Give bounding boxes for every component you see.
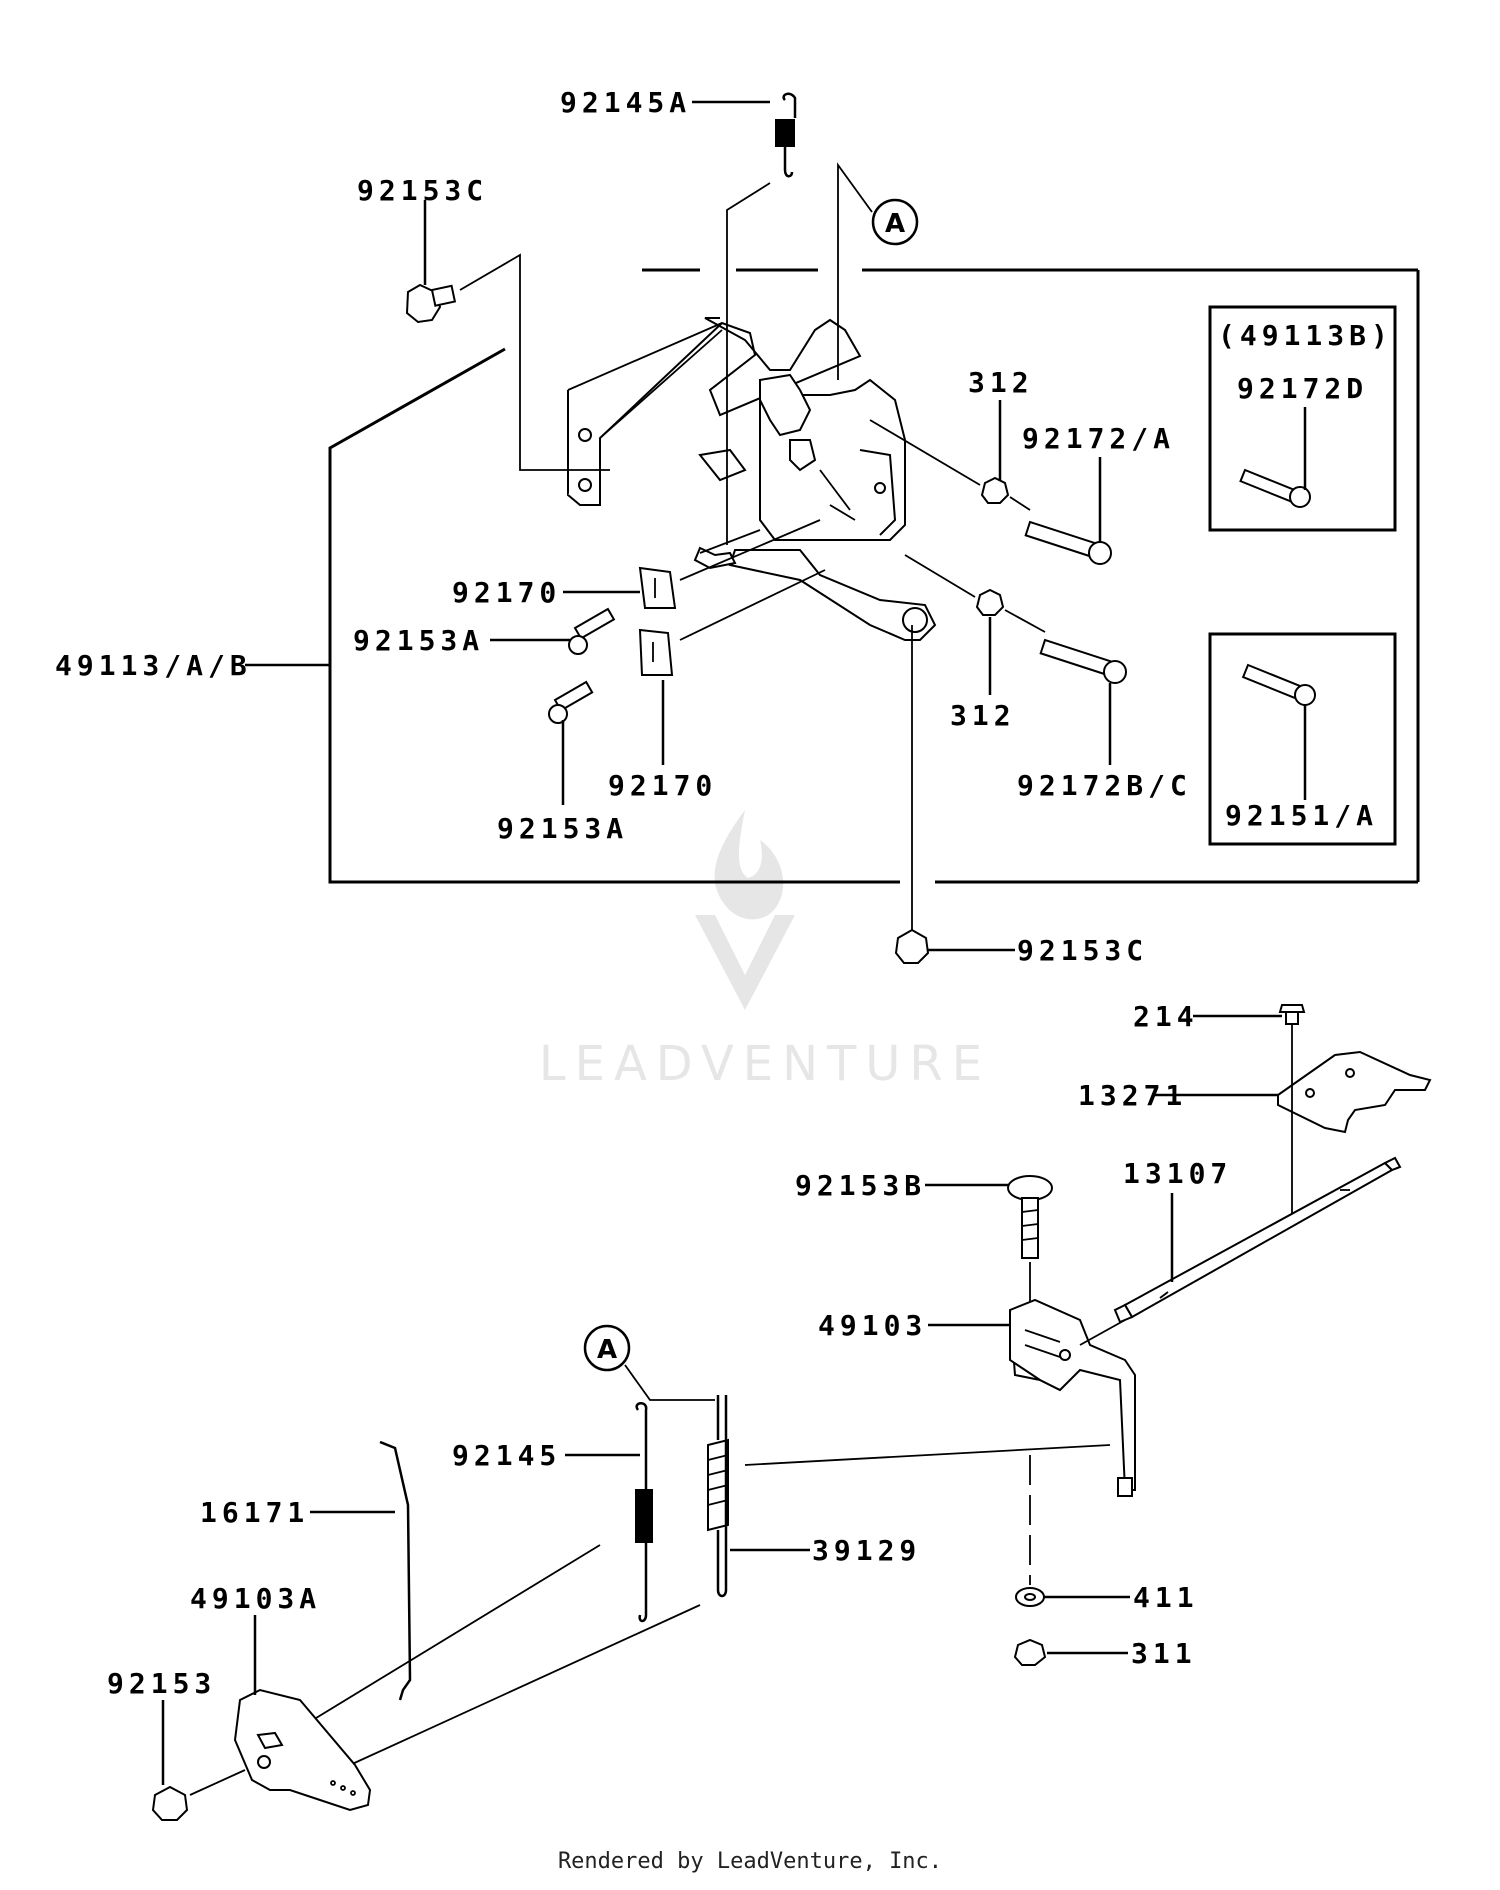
callout-92172B-C: 92172B/C bbox=[1017, 769, 1192, 802]
leader-bolt-92153-to-lever bbox=[189, 1769, 246, 1796]
screw-92153A-mid bbox=[568, 607, 616, 655]
control-bracket-assembly bbox=[567, 317, 937, 641]
callout-92145A: 92145A bbox=[560, 86, 691, 119]
leader-ref-a-bottom bbox=[624, 1364, 715, 1401]
screw-214 bbox=[1278, 1004, 1306, 1025]
spring-92145 bbox=[635, 1402, 653, 1623]
leader-nut-top-to-bracket bbox=[869, 419, 981, 486]
screw-92151-A bbox=[1241, 663, 1316, 706]
watermark-logo bbox=[695, 810, 795, 1010]
inset-box-92151 bbox=[1208, 632, 1397, 846]
screw-92172-A bbox=[1024, 520, 1112, 565]
flange-bolt-92153C-top bbox=[405, 283, 457, 324]
callout-311: 311 bbox=[1131, 1637, 1197, 1670]
callout-92153C-low: 92153C bbox=[1017, 934, 1148, 967]
link-rod-lower-a bbox=[279, 1544, 601, 1741]
leader-nut-bottom-to-bracket bbox=[904, 554, 976, 598]
link-rod-upper bbox=[744, 1444, 1111, 1466]
spring-39129 bbox=[707, 1395, 729, 1598]
ref-a-top-circle bbox=[871, 198, 919, 246]
callout-39129: 39129 bbox=[812, 1534, 921, 1567]
leader-spring-to-bracket bbox=[726, 182, 771, 545]
leader-clip-bottom bbox=[679, 569, 826, 641]
inset-box-49113B bbox=[1208, 305, 1397, 532]
callout-214: 214 bbox=[1133, 1000, 1199, 1033]
callout-13107: 13107 bbox=[1123, 1157, 1232, 1190]
rod-16171 bbox=[379, 1440, 412, 1701]
spring-92145A bbox=[775, 92, 797, 178]
screw-92172-BC bbox=[1039, 638, 1127, 684]
nut-312-bottom bbox=[975, 588, 1005, 616]
callout-92153C-top: 92153C bbox=[357, 174, 488, 207]
callout-49113-A-B: 49113/A/B bbox=[55, 649, 252, 682]
flange-bolt-92153C-low bbox=[894, 928, 930, 964]
callout-92170-top: 92170 bbox=[452, 576, 561, 609]
plate-13271 bbox=[1277, 1050, 1432, 1134]
ref-a-top-label: A bbox=[885, 209, 905, 239]
callout-49103: 49103 bbox=[818, 1309, 927, 1342]
nut-311 bbox=[1013, 1638, 1047, 1666]
callout-16171: 16171 bbox=[200, 1496, 309, 1529]
clip-92170-top bbox=[638, 566, 677, 609]
callout-312-top: 312 bbox=[968, 366, 1034, 399]
leader-lever-to-shaft bbox=[1079, 1319, 1126, 1346]
callout-92153: 92153 bbox=[107, 1667, 216, 1700]
screw-92153A-low bbox=[548, 680, 594, 724]
ref-a-bottom-circle bbox=[583, 1324, 631, 1372]
callout-92153B: 92153B bbox=[795, 1169, 926, 1202]
callout-92153A-mid: 92153A bbox=[353, 624, 484, 657]
shaft-13107 bbox=[1113, 1156, 1402, 1324]
leader-screw-A bbox=[1009, 496, 1031, 511]
leader-screw-BC bbox=[1004, 609, 1046, 633]
ref-a-bottom-label: A bbox=[597, 1335, 617, 1365]
flange-bolt-92153 bbox=[151, 1785, 189, 1821]
link-rod-lower-b bbox=[349, 1604, 701, 1766]
callout-inset-group: (49113B) bbox=[1218, 319, 1393, 352]
leader-92153C-top-bolt bbox=[459, 253, 610, 471]
nut-312-top bbox=[980, 476, 1010, 504]
callout-92151-A: 92151/A bbox=[1225, 799, 1378, 832]
screw-92172D bbox=[1239, 468, 1311, 508]
callout-13271: 13271 bbox=[1078, 1079, 1187, 1112]
callout-92172-A: 92172/A bbox=[1022, 422, 1175, 455]
callout-411: 411 bbox=[1133, 1581, 1199, 1614]
watermark-text: LEADVENTURE bbox=[539, 1036, 991, 1092]
callout-92170-bottom: 92170 bbox=[608, 769, 717, 802]
footer-credit: Rendered by LeadVenture, Inc. bbox=[558, 1849, 942, 1874]
callout-92145: 92145 bbox=[452, 1439, 561, 1472]
washer-411 bbox=[1015, 1587, 1045, 1607]
clip-92170-bottom bbox=[638, 628, 674, 676]
callout-312-bottom: 312 bbox=[950, 699, 1016, 732]
carriage-bolt-92153B bbox=[1007, 1175, 1053, 1259]
leader-clip-top bbox=[679, 519, 821, 581]
lever-49103 bbox=[1008, 1298, 1136, 1497]
callout-49103A: 49103A bbox=[190, 1582, 321, 1615]
lever-49103A bbox=[233, 1688, 372, 1812]
callout-92172D: 92172D bbox=[1237, 372, 1368, 405]
leader-ref-a-top bbox=[837, 162, 873, 380]
callout-92153A-low: 92153A bbox=[497, 812, 628, 845]
